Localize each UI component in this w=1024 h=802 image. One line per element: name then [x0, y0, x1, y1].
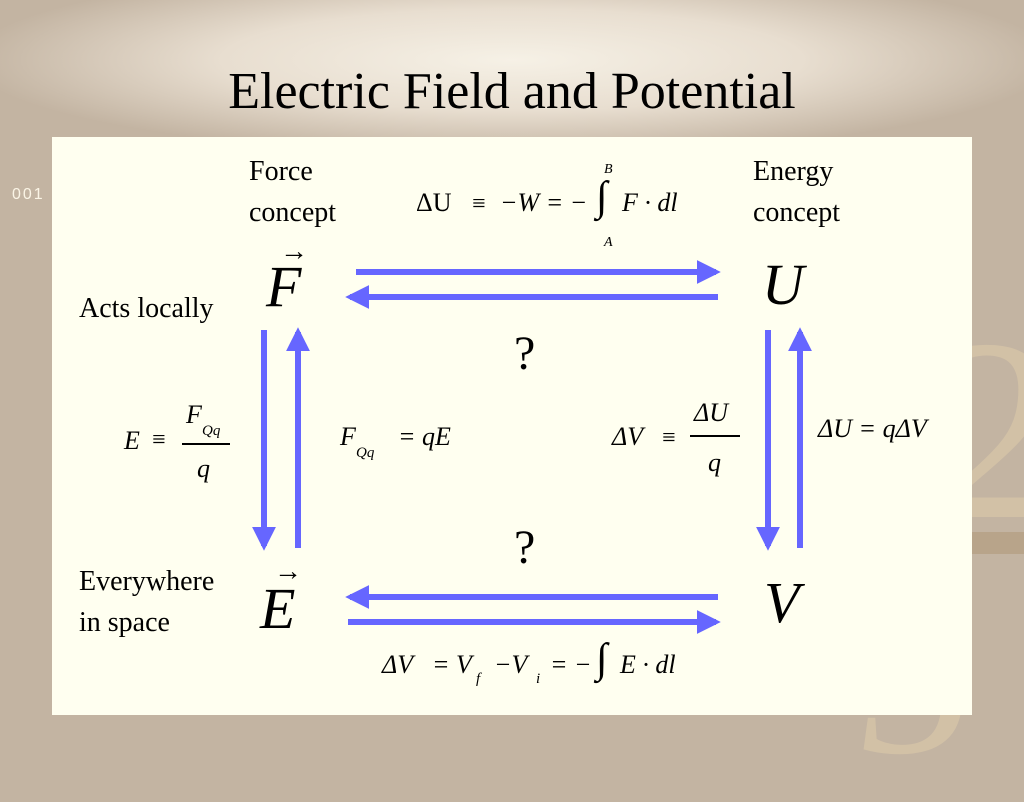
eq-line-sub-i: i — [536, 671, 541, 687]
title-glow — [0, 0, 1024, 150]
eq-efield-den: q — [197, 454, 210, 483]
force-concept-label-1: Force — [249, 156, 313, 187]
eq-line-eq1: = V — [432, 650, 472, 679]
eq-line-lhs: ΔV — [382, 650, 414, 679]
acts-locally-label: Acts locally — [79, 293, 214, 324]
content-panel — [52, 137, 972, 715]
eq-efield-equiv: ≡ — [152, 427, 166, 453]
eq-work-equiv: ≡ — [472, 191, 486, 217]
eq-force-lhs: F — [340, 422, 356, 451]
integral-icon: ∫ — [596, 636, 608, 682]
eq-potential-num: ΔU — [694, 398, 729, 427]
eq-work-upper: B — [604, 162, 613, 177]
symbol-F: F — [266, 254, 302, 319]
eq-force-lhs-sub: Qq — [356, 445, 375, 461]
eq-force-rhs: = qE — [398, 422, 451, 451]
energy-concept-label-1: Energy — [753, 156, 834, 187]
eq-efield-num-sub: Qq — [202, 423, 221, 439]
vector-arrow-icon: → — [280, 236, 308, 267]
eq-line-sub-f: f — [476, 671, 481, 687]
eq-work-lower: A — [604, 235, 613, 250]
symbol-E: E — [260, 576, 296, 641]
eq-potential-equiv: ≡ — [662, 425, 676, 451]
fraction-bar — [690, 435, 740, 437]
energy-concept-label-2: concept — [753, 197, 841, 228]
symbol-V: V — [764, 570, 800, 635]
everywhere-label-1: Everywhere — [79, 566, 215, 597]
integral-icon: ∫ — [596, 174, 608, 220]
question-top: ? — [514, 327, 536, 380]
page-title: Electric Field and Potential — [228, 63, 796, 120]
eq-line-integrand: E · dl — [620, 650, 676, 679]
eq-line-minus: −V — [494, 650, 528, 679]
eq-line-eq2: = − — [550, 650, 592, 679]
eq-efield-lhs: E — [124, 426, 140, 455]
eq-work-mid: −W = − — [500, 188, 588, 217]
slide-number: 001 — [12, 186, 45, 203]
eq-work-integrand: F · dl — [622, 188, 678, 217]
eq-potential-den: q — [708, 448, 721, 477]
symbol-U: U — [762, 252, 804, 317]
eq-potential-lhs: ΔV — [612, 422, 644, 451]
vector-arrow-icon: → — [274, 556, 302, 587]
everywhere-label-2: in space — [79, 607, 170, 638]
fraction-bar — [182, 443, 230, 445]
eq-efield-num: F — [186, 400, 202, 429]
eq-work-lhs: ΔU — [416, 188, 452, 217]
eq-energy: ΔU = qΔV — [818, 414, 927, 443]
force-concept-label-2: concept — [249, 197, 337, 228]
question-bottom: ? — [514, 521, 536, 574]
arrow-layer — [252, 260, 812, 634]
